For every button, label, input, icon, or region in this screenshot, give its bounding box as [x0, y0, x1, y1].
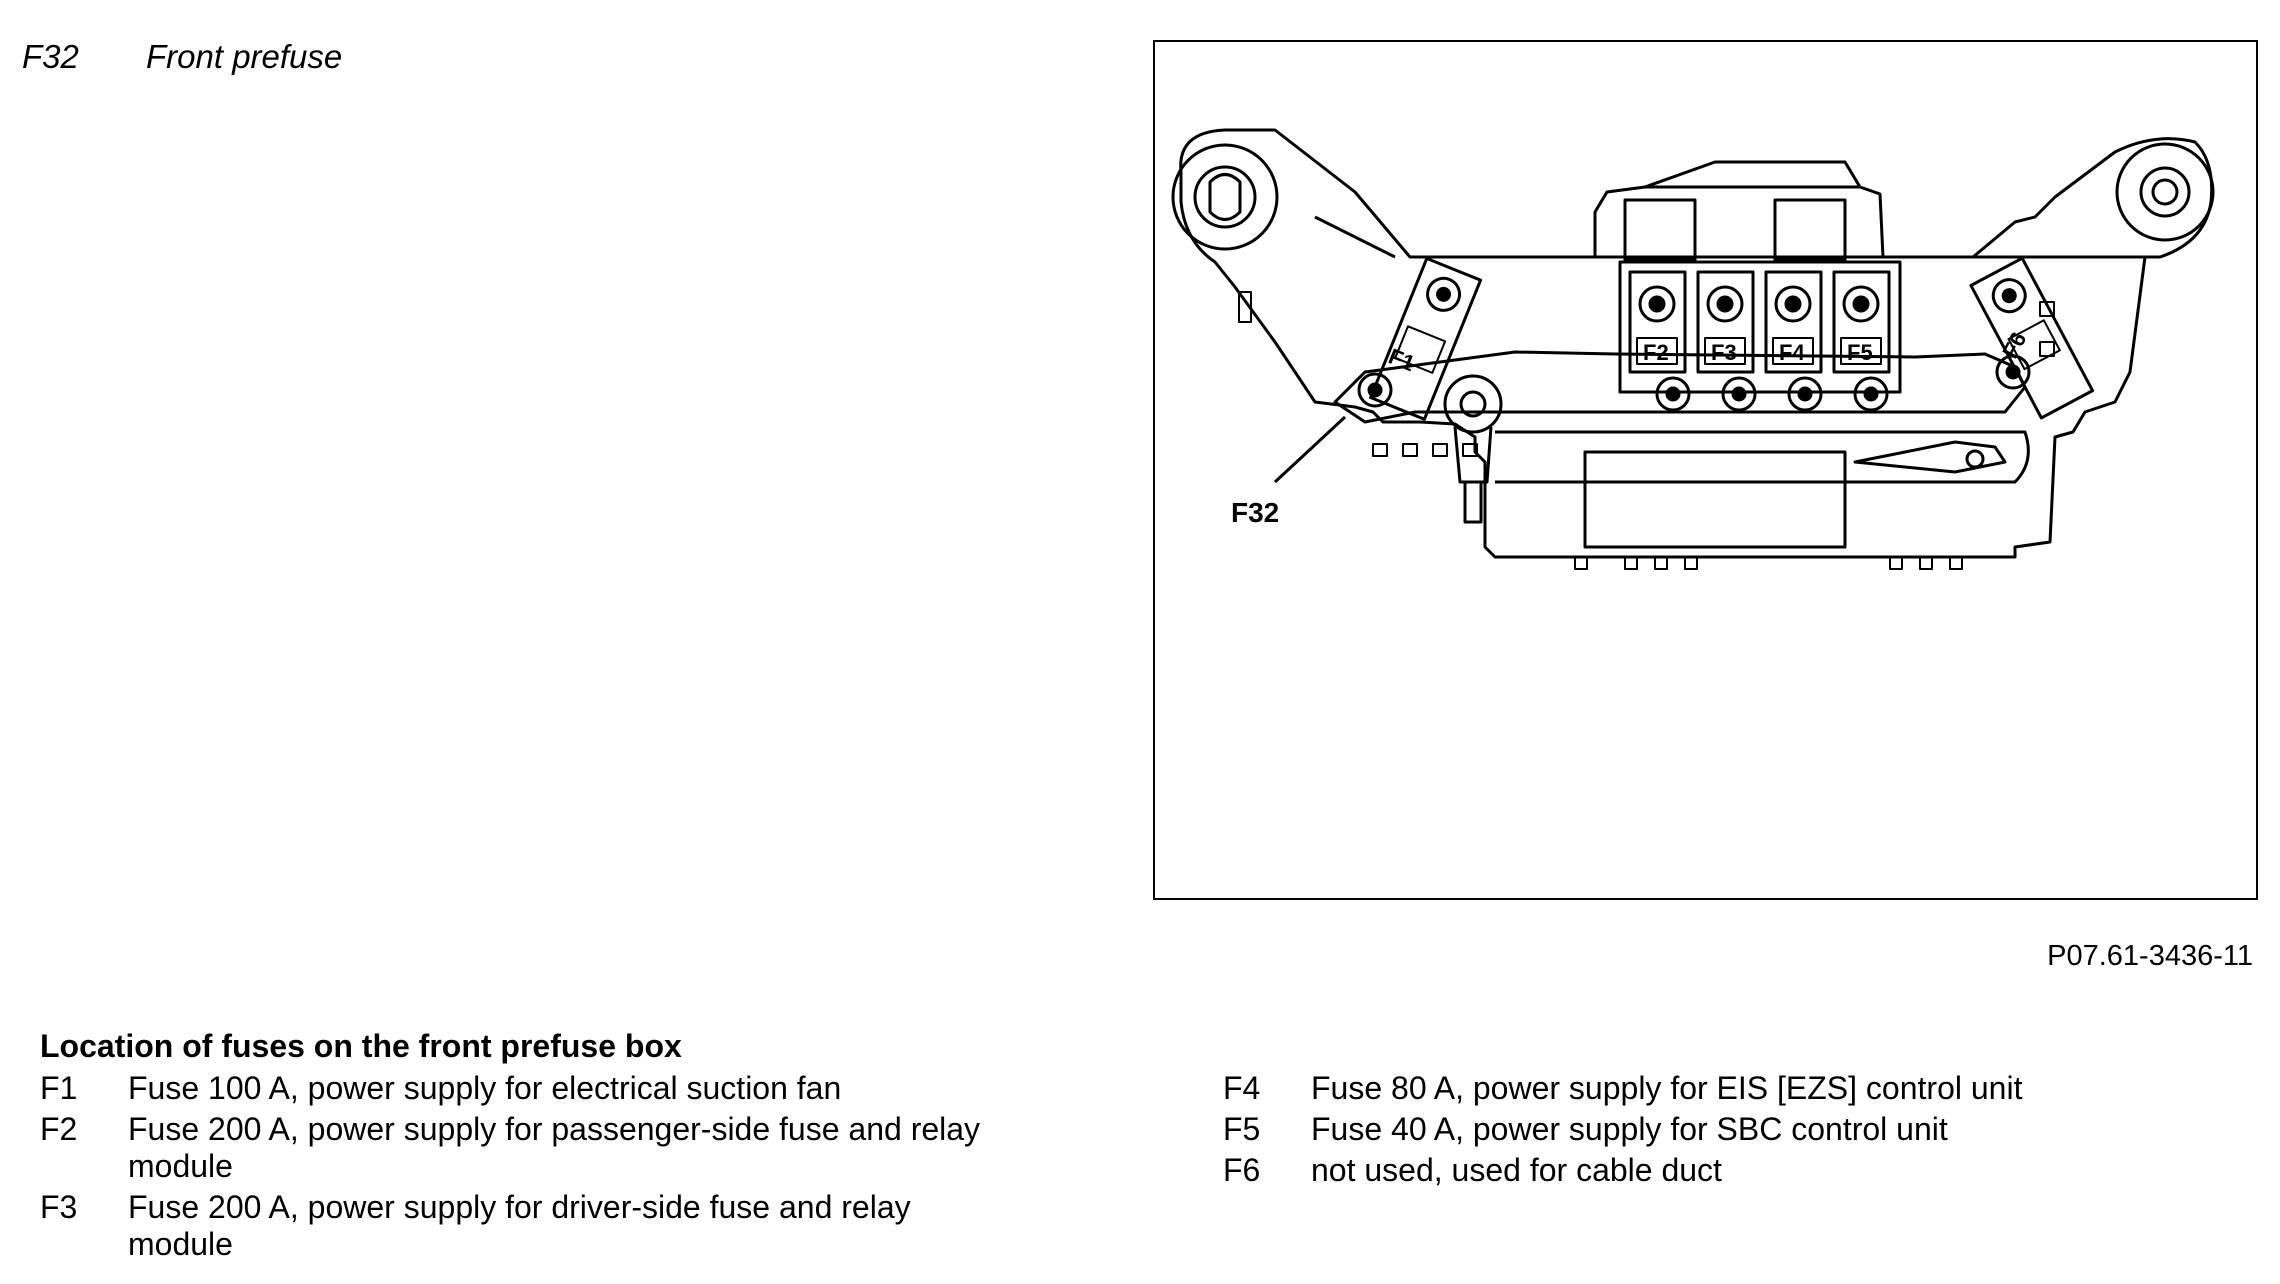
lower-housing — [1583, 450, 1847, 549]
legend-left-column: F1 Fuse 100 A, power supply for electric… — [40, 1070, 1040, 1267]
fuse-strip-f1 — [1369, 256, 1483, 421]
upper-tab-right — [1773, 198, 1847, 262]
left-mount-bolt — [1193, 165, 1257, 229]
prefuse-box-drawing: F32 F1 F2 F3 F4 F5 F6 — [1171, 128, 2215, 570]
prefuse-box-figure: F32 F1 F2 F3 F4 F5 F6 — [1153, 40, 2258, 900]
legend-description: Fuse 200 A, power supply for driver-side… — [128, 1189, 911, 1262]
right-mount-bolt-center — [2151, 178, 2179, 206]
fuse-block-f4 — [1764, 270, 1823, 374]
legend-code: F4 — [1223, 1070, 1261, 1106]
main-busbar — [1333, 350, 2027, 424]
section-title: Front prefuse — [146, 38, 343, 75]
legend-code: F5 — [1223, 1111, 1261, 1147]
bottom-feet — [1574, 556, 1963, 570]
fuse-block-f5 — [1832, 270, 1891, 374]
left-mount-ring — [1171, 143, 1279, 251]
left-side-tabs — [1238, 291, 2055, 457]
cable-terminal — [1443, 374, 1503, 524]
right-mount-bolt — [2139, 166, 2191, 218]
upper-cover — [1644, 160, 1862, 189]
legend-item: F2 Fuse 200 A, power supply for passenge… — [40, 1111, 1040, 1185]
figure-reference-number: P07.61-3436-11 — [2047, 940, 2253, 972]
upper-tab-left — [1623, 198, 1697, 262]
legend-item: F4 Fuse 80 A, power supply for EIS [EZS]… — [1223, 1070, 2223, 1107]
lever-clip — [1853, 440, 2007, 474]
legend-heading: Location of fuses on the front prefuse b… — [40, 1028, 682, 1064]
fuse-label-f4: F4 — [1779, 340, 1805, 365]
fuse-label-f5: F5 — [1847, 340, 1873, 365]
legend-description: Fuse 80 A, power supply for EIS [EZS] co… — [1311, 1070, 2023, 1106]
fuse-label-f3: F3 — [1711, 340, 1737, 365]
busbar-studs — [1357, 354, 2031, 412]
legend-description: Fuse 200 A, power supply for passenger-s… — [128, 1111, 981, 1184]
fuse-block-f3 — [1696, 270, 1755, 374]
callout-leader-line — [1273, 415, 1347, 484]
lever-pivot — [1965, 449, 1985, 469]
legend-item: F1 Fuse 100 A, power supply for electric… — [40, 1070, 1040, 1107]
fuse-block-f2 — [1628, 270, 1687, 374]
legend-code: F6 — [1223, 1152, 1261, 1188]
fuse-label-f2: F2 — [1643, 340, 1669, 365]
legend-description: Fuse 100 A, power supply for electrical … — [128, 1070, 842, 1106]
left-mount-nut — [1208, 173, 1242, 221]
legend-item: F3 Fuse 200 A, power supply for driver-s… — [40, 1189, 1040, 1263]
fuse-label-f6: F6 — [1997, 328, 2031, 362]
legend-item: F5 Fuse 40 A, power supply for SBC contr… — [1223, 1111, 2223, 1148]
fuse-carrier — [1618, 260, 1902, 394]
legend-right-column: F4 Fuse 80 A, power supply for EIS [EZS]… — [1223, 1070, 2223, 1193]
legend-code: F3 — [40, 1189, 78, 1225]
section-code: F32 — [22, 38, 79, 75]
legend-code: F2 — [40, 1111, 78, 1147]
legend-item: F6 not used, used for cable duct — [1223, 1152, 2223, 1189]
cable-duct — [1495, 430, 2030, 484]
fuse-strip-f6 — [1969, 256, 2095, 420]
right-mount-ring — [2115, 142, 2215, 242]
legend-description: not used, used for cable duct — [1311, 1152, 1722, 1188]
legend-code: F1 — [40, 1070, 78, 1106]
top-plate-line — [1314, 215, 2155, 259]
callout-label-f32: F32 — [1231, 497, 1279, 528]
legend-description: Fuse 40 A, power supply for SBC control … — [1311, 1111, 1948, 1147]
